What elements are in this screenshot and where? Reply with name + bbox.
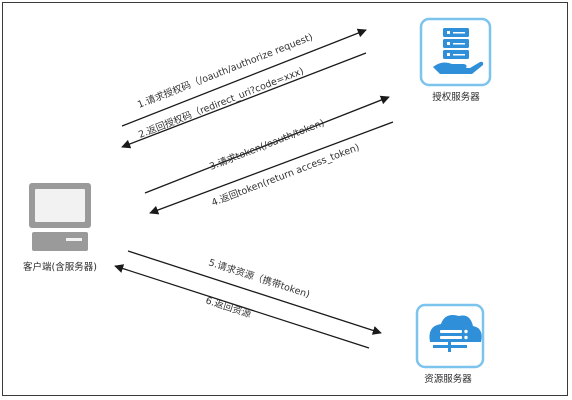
client-label: 客户端(含服务器) [23, 261, 97, 273]
edge-4-label: 4.返回token(return access_token) [210, 141, 361, 209]
edge-1-arrow [121, 28, 367, 127]
server-hand-icon [419, 17, 492, 87]
edge-4-arrow [149, 121, 394, 215]
cloud-server-icon [415, 303, 485, 369]
auth-server-label: 授权服务器 [432, 91, 480, 103]
edge-2-arrow [121, 52, 367, 149]
edge-6-arrow [114, 264, 370, 349]
edge-5-arrow [127, 250, 382, 335]
edge-3-arrow [144, 95, 390, 194]
resource-server-label: 资源服务器 [424, 373, 472, 385]
desktop-computer-icon [29, 183, 91, 251]
edge-6-label: 6.返回资源 [204, 294, 253, 320]
